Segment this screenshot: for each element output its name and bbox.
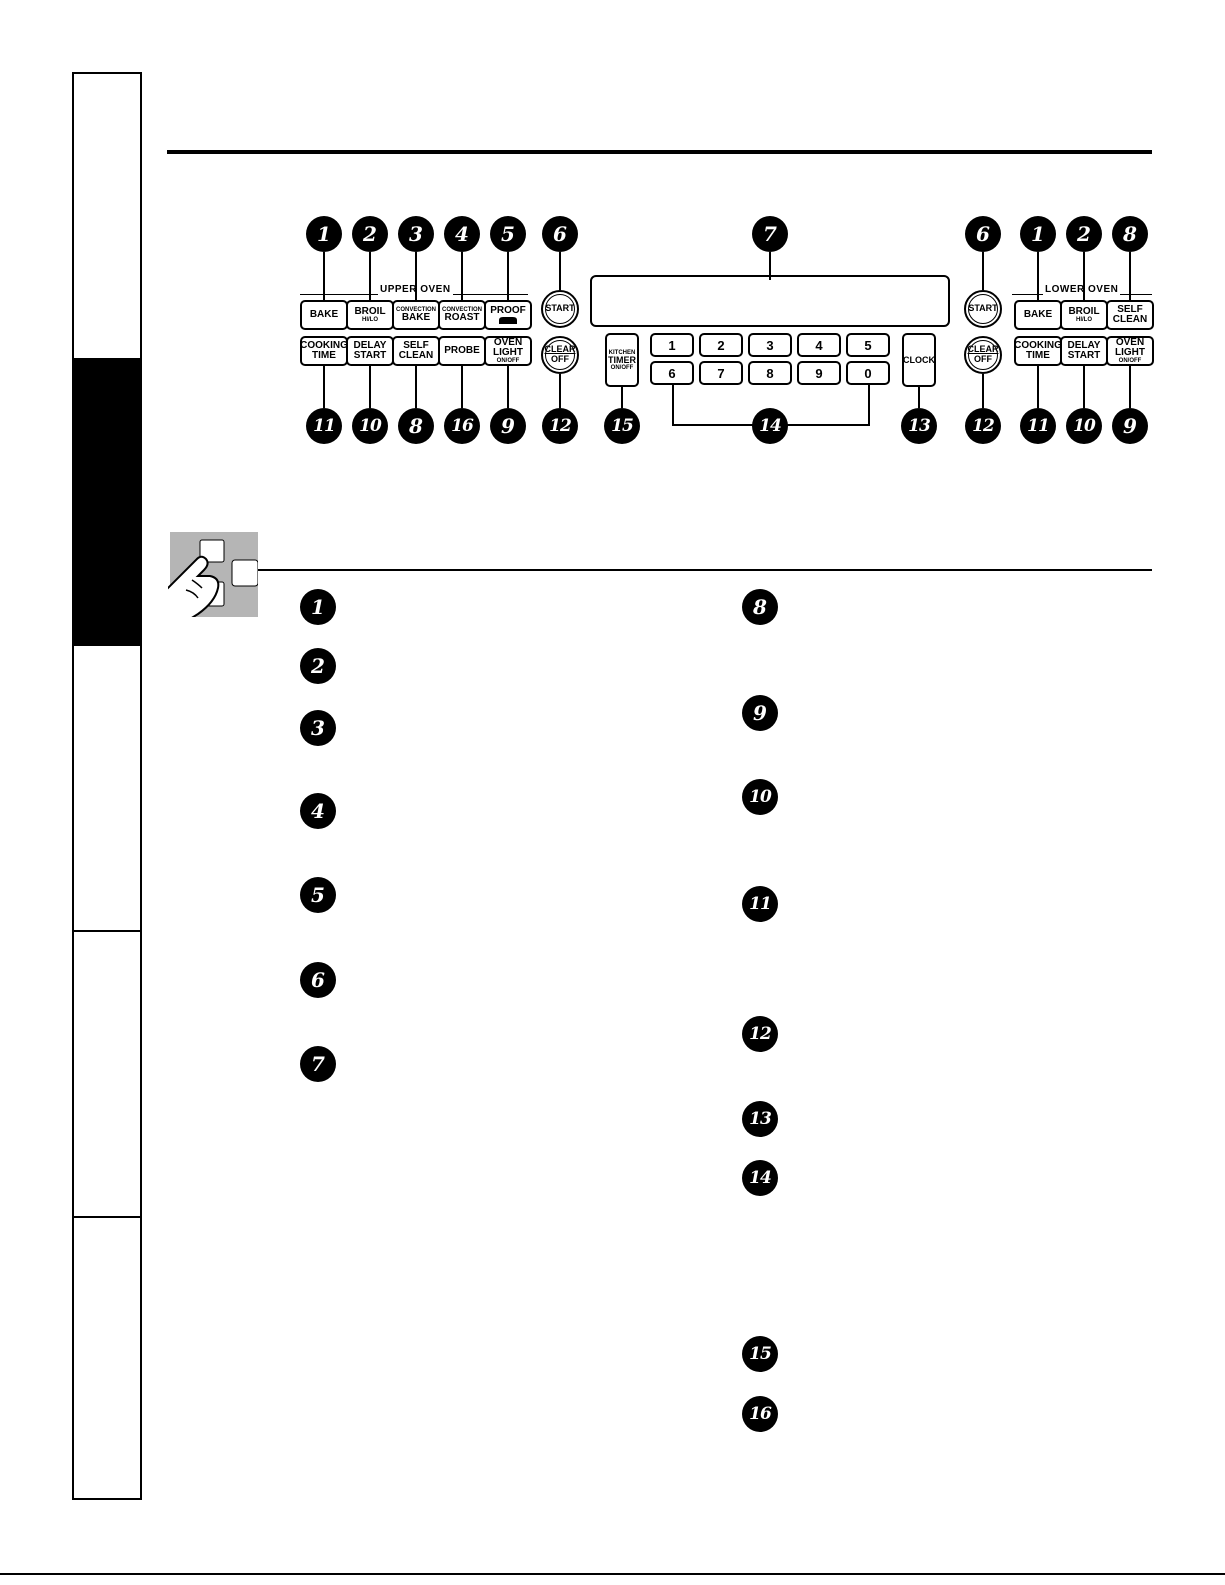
lower-broil-button[interactable]: BROIL HI/LO <box>1060 300 1108 330</box>
lower-oven-light-button[interactable]: OVEN LIGHT ON/OFF <box>1106 336 1154 366</box>
callout-1-right: 1 <box>1020 216 1056 252</box>
legend-callout-4: 4 <box>300 793 336 829</box>
side-tab-5[interactable] <box>72 1216 142 1500</box>
upper-broil-button[interactable]: BROIL HI/LO <box>346 300 394 330</box>
callout-12-right: 12 <box>965 408 1001 444</box>
key-8[interactable]: 8 <box>748 361 792 385</box>
key-1[interactable]: 1 <box>650 333 694 357</box>
upper-convection-bake-button[interactable]: CONVECTION BAKE <box>392 300 440 330</box>
callout-6: 6 <box>542 216 578 252</box>
callout-13: 13 <box>901 408 937 444</box>
callout-6-right: 6 <box>965 216 1001 252</box>
callout-8: 8 <box>398 408 434 444</box>
footer-rule <box>0 1573 1225 1575</box>
sidebar-tabs <box>72 72 142 1512</box>
key-2[interactable]: 2 <box>699 333 743 357</box>
callout-1: 1 <box>306 216 342 252</box>
legend-callout-14: 14 <box>742 1160 778 1196</box>
lower-clear-off-button[interactable]: CLEAR OFF <box>964 336 1002 374</box>
callout-3: 3 <box>398 216 434 252</box>
legend-callout-16: 16 <box>742 1396 778 1432</box>
upper-oven-light-button[interactable]: OVEN LIGHT ON/OFF <box>484 336 532 366</box>
upper-start-button[interactable]: START <box>541 290 579 328</box>
key-0[interactable]: 0 <box>846 361 890 385</box>
legend-callout-7: 7 <box>300 1046 336 1082</box>
legend-callout-5: 5 <box>300 877 336 913</box>
lower-oven-label: LOWER OVEN <box>1043 284 1121 295</box>
upper-delay-start-button[interactable]: DELAY START <box>346 336 394 366</box>
key-5[interactable]: 5 <box>846 333 890 357</box>
section-rule <box>258 569 1152 571</box>
callout-10: 10 <box>352 408 388 444</box>
callout-16: 16 <box>444 408 480 444</box>
callout-11: 11 <box>306 408 342 444</box>
legend-callout-12: 12 <box>742 1016 778 1052</box>
callout-9-right: 9 <box>1112 408 1148 444</box>
side-tab-2-active[interactable] <box>72 358 142 646</box>
upper-self-clean-button[interactable]: SELF CLEAN <box>392 336 440 366</box>
callout-11-right: 11 <box>1020 408 1056 444</box>
hand-press-icon <box>154 532 259 626</box>
lower-bake-button[interactable]: BAKE <box>1014 300 1062 330</box>
upper-cooking-time-button[interactable]: COOKING TIME <box>300 336 348 366</box>
callout-9: 9 <box>490 408 526 444</box>
legend-callout-10: 10 <box>742 779 778 815</box>
lower-start-button[interactable]: START <box>964 290 1002 328</box>
kitchen-timer-button[interactable]: KITCHEN TIMER ON/OFF <box>605 333 639 387</box>
callout-7: 7 <box>752 216 788 252</box>
callout-5: 5 <box>490 216 526 252</box>
callout-14: 14 <box>752 408 788 444</box>
header-rule <box>167 150 1152 154</box>
display-window <box>590 275 950 327</box>
legend-callout-15: 15 <box>742 1336 778 1372</box>
lower-cooking-time-button[interactable]: COOKING TIME <box>1014 336 1062 366</box>
key-9[interactable]: 9 <box>797 361 841 385</box>
upper-convection-roast-button[interactable]: CONVECTION ROAST <box>438 300 486 330</box>
legend-callout-2: 2 <box>300 648 336 684</box>
callout-4: 4 <box>444 216 480 252</box>
key-4[interactable]: 4 <box>797 333 841 357</box>
legend-callout-8: 8 <box>742 589 778 625</box>
side-tab-1[interactable] <box>72 72 142 360</box>
callout-8-right: 8 <box>1112 216 1148 252</box>
key-6[interactable]: 6 <box>650 361 694 385</box>
legend-callout-9: 9 <box>742 695 778 731</box>
upper-clear-off-button[interactable]: CLEAR OFF <box>541 336 579 374</box>
lower-delay-start-button[interactable]: DELAY START <box>1060 336 1108 366</box>
callout-15: 15 <box>604 408 640 444</box>
key-3[interactable]: 3 <box>748 333 792 357</box>
legend-callout-1: 1 <box>300 589 336 625</box>
callout-10-right: 10 <box>1066 408 1102 444</box>
side-tab-4[interactable] <box>72 930 142 1218</box>
callout-12: 12 <box>542 408 578 444</box>
callout-2-right: 2 <box>1066 216 1102 252</box>
legend-callout-13: 13 <box>742 1101 778 1137</box>
key-7[interactable]: 7 <box>699 361 743 385</box>
upper-proof-button[interactable]: PROOF <box>484 300 532 330</box>
clock-button[interactable]: CLOCK <box>902 333 936 387</box>
control-panel-diagram: UPPER OVEN BAKE BROIL HI/LO CONVECTION B… <box>0 0 1225 480</box>
side-tab-3[interactable] <box>72 644 142 932</box>
legend-callout-3: 3 <box>300 710 336 746</box>
bread-icon <box>499 316 517 324</box>
callout-2: 2 <box>352 216 388 252</box>
lower-self-clean-button[interactable]: SELF CLEAN <box>1106 300 1154 330</box>
upper-probe-button[interactable]: PROBE <box>438 336 486 366</box>
legend-callout-6: 6 <box>300 962 336 998</box>
legend-callout-11: 11 <box>742 886 778 922</box>
upper-bake-button[interactable]: BAKE <box>300 300 348 330</box>
